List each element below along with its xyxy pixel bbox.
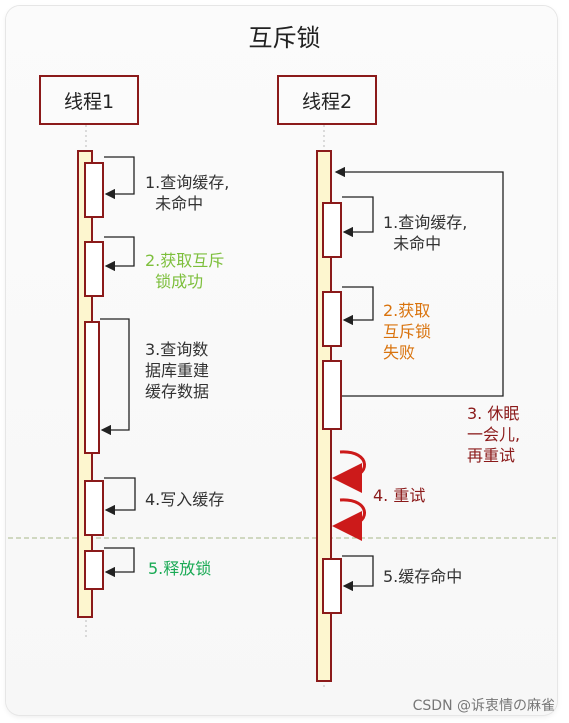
t2-loop-2 [342, 286, 374, 326]
t1-loop-4 [104, 477, 136, 516]
t2-step5-label: 5.缓存命中 [383, 567, 463, 586]
t1-step3-label: 3.查询数 据库重建 缓存数据 [145, 340, 210, 401]
thread2-header: 线程2 [277, 75, 377, 125]
t1-step5-label: 5.释放锁 [148, 559, 212, 578]
t1-activation-1 [84, 162, 104, 218]
t2-sleep-loop [334, 166, 504, 397]
watermark: CSDN @诉衷情の麻雀 [412, 698, 555, 714]
thread1-header: 线程1 [39, 75, 139, 125]
t1-loop-1 [104, 156, 135, 200]
t2-activation-1 [322, 202, 342, 258]
t2-loop-1 [342, 196, 374, 238]
t2-step1-label: 1.查询缓存, 未命中 [383, 213, 468, 253]
t1-step4-label: 4.写入缓存 [145, 490, 225, 509]
diagram-title: 互斥锁 [248, 24, 321, 52]
t1-activation-2 [84, 241, 104, 297]
t2-step2-label: 2.获取 互斥锁 失败 [383, 301, 432, 362]
t2-step4-label: 4. 重试 [373, 486, 426, 505]
retry-curl-2 [332, 498, 366, 541]
t1-loop-2 [104, 236, 135, 272]
t2-activation-4 [322, 558, 342, 614]
t1-activation-4 [84, 480, 104, 536]
t2-activation-2 [322, 291, 342, 347]
t1-loop-3 [100, 318, 130, 436]
t1-activation-5 [84, 550, 104, 590]
t1-step2-label: 2.获取互斥 锁成功 [145, 251, 225, 291]
retry-curl-1 [332, 450, 366, 493]
t1-loop-5 [104, 547, 135, 578]
t2-loop-5 [342, 555, 374, 592]
t2-step3-label: 3. 休眠 一会儿, 再重试 [467, 404, 521, 465]
t1-activation-3 [84, 321, 100, 454]
t1-step1-label: 1.查询缓存, 未命中 [145, 173, 230, 213]
t2-activation-3 [322, 360, 342, 430]
